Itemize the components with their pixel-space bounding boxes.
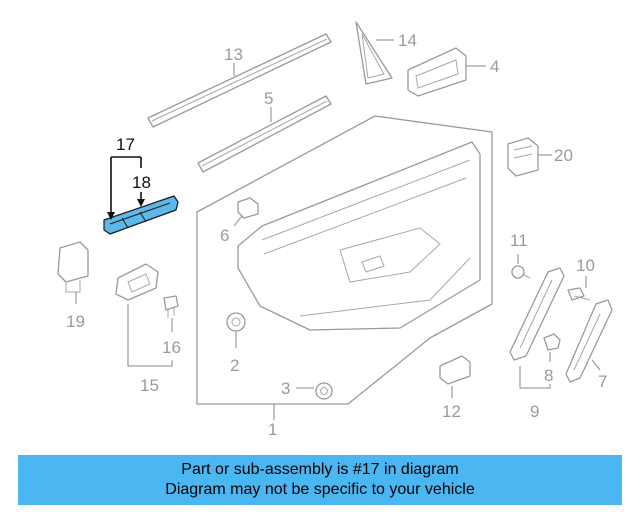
part-6-clip[interactable] xyxy=(237,197,259,219)
leader-17 xyxy=(110,156,142,214)
label-13: 13 xyxy=(224,45,243,64)
label-5: 5 xyxy=(264,89,273,108)
label-14: 14 xyxy=(398,31,417,50)
part-5-weatherstrip[interactable] xyxy=(197,95,332,173)
part-8-clip[interactable] xyxy=(543,333,561,351)
label-9: 9 xyxy=(530,402,539,421)
label-16: 16 xyxy=(162,338,181,357)
part-14-corner-trim[interactable] xyxy=(355,21,393,85)
label-1: 1 xyxy=(268,420,277,439)
arrow-17 xyxy=(107,212,115,220)
part-11-screw[interactable] xyxy=(511,265,531,279)
part-20-switch[interactable] xyxy=(507,137,539,177)
banner-line-2: Diagram may not be specific to your vehi… xyxy=(165,481,475,498)
part-13-belt-molding[interactable] xyxy=(147,33,332,128)
part-17-highlighted-assembly[interactable] xyxy=(103,195,179,235)
part-15-lamp[interactable] xyxy=(115,263,159,301)
part-4-inside-handle[interactable] xyxy=(407,47,467,97)
label-10: 10 xyxy=(576,256,595,275)
part-9-pillar-trim[interactable] xyxy=(509,267,565,361)
arrow-18 xyxy=(137,199,145,207)
label-15: 15 xyxy=(140,376,159,395)
part-2-grommet[interactable] xyxy=(226,312,246,332)
banner-line-1: Part or sub-assembly is #17 in diagram xyxy=(181,461,459,478)
part-7-garnish[interactable] xyxy=(565,299,613,383)
label-19: 19 xyxy=(66,312,85,331)
leader-6 xyxy=(233,215,243,227)
label-2: 2 xyxy=(230,356,239,375)
label-12: 12 xyxy=(442,402,461,421)
part-1-door-trim-panel[interactable] xyxy=(196,115,493,405)
parts-diagram: 13 5 14 4 20 1 6 xyxy=(57,21,613,439)
label-17: 17 xyxy=(116,135,135,154)
info-banner: Part or sub-assembly is #17 in diagram D… xyxy=(18,455,622,505)
label-20: 20 xyxy=(554,146,573,165)
leader-9 xyxy=(519,366,551,389)
label-3: 3 xyxy=(281,379,290,398)
label-4: 4 xyxy=(490,57,499,76)
leader-7 xyxy=(591,359,601,371)
label-7: 7 xyxy=(598,372,607,391)
part-16-bulb[interactable] xyxy=(163,295,179,318)
label-18: 18 xyxy=(132,173,151,192)
part-10-bolt[interactable] xyxy=(567,287,591,301)
label-8: 8 xyxy=(544,366,553,385)
label-11: 11 xyxy=(510,231,528,250)
part-3-fastener[interactable] xyxy=(315,382,333,400)
part-19-connector[interactable] xyxy=(57,241,89,293)
label-6: 6 xyxy=(220,226,229,245)
leader-15 xyxy=(127,304,173,367)
part-12-trim-piece[interactable] xyxy=(439,355,471,385)
